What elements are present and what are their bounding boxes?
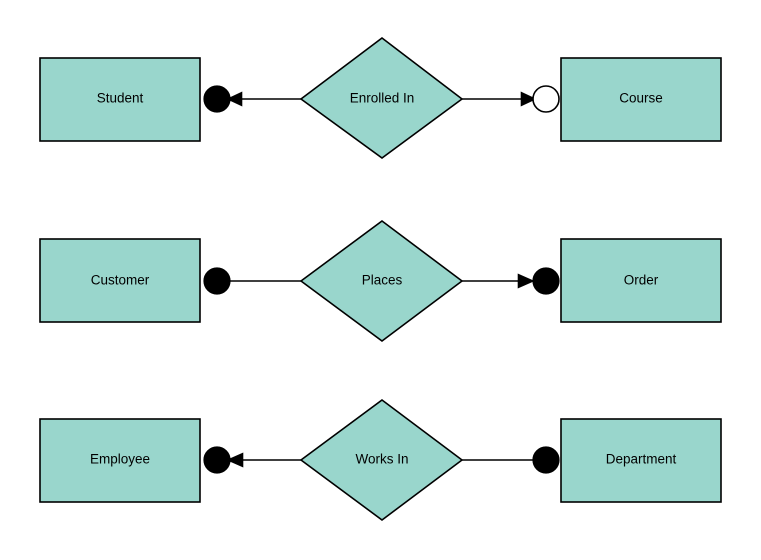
entity-customer[interactable] [39, 238, 201, 323]
cardinality-many-customer-icon[interactable] [203, 267, 231, 295]
entity-customer-label: Customer [91, 273, 150, 288]
relationship-enrolled-in[interactable] [299, 36, 464, 159]
arrow-toward-course-icon [520, 91, 537, 107]
entity-employee[interactable] [39, 418, 201, 503]
relationship-group-enrolled-in: Student Course Enrolled In [39, 36, 722, 159]
relationship-group-places: Customer Order Places [39, 220, 722, 342]
cardinality-many-student-icon[interactable] [203, 85, 231, 113]
relationship-works-in-label: Works In [355, 452, 408, 467]
entity-course[interactable] [560, 57, 722, 142]
entity-order-label: Order [624, 273, 659, 288]
cardinality-many-employee-icon[interactable] [203, 446, 231, 474]
arrow-toward-employee-icon [226, 452, 244, 468]
entity-order[interactable] [560, 238, 722, 323]
entity-student-label: Student [97, 91, 144, 106]
relationship-group-works-in: Employee Department Works In [39, 399, 722, 521]
entity-employee-label: Employee [90, 452, 150, 467]
relationship-places-label: Places [362, 273, 403, 288]
cardinality-many-department-icon[interactable] [532, 446, 560, 474]
entity-course-label: Course [619, 91, 663, 106]
entity-department[interactable] [560, 418, 722, 503]
entity-department-label: Department [606, 452, 677, 467]
arrow-toward-student-icon [226, 91, 243, 107]
arrow-toward-order-icon [517, 273, 535, 289]
entity-student[interactable] [39, 57, 201, 142]
relationship-places[interactable] [299, 220, 464, 342]
cardinality-optional-course-icon[interactable] [532, 85, 560, 113]
relationship-works-in[interactable] [299, 399, 464, 521]
cardinality-many-order-icon[interactable] [532, 267, 560, 295]
relationship-enrolled-in-label: Enrolled In [350, 91, 415, 106]
